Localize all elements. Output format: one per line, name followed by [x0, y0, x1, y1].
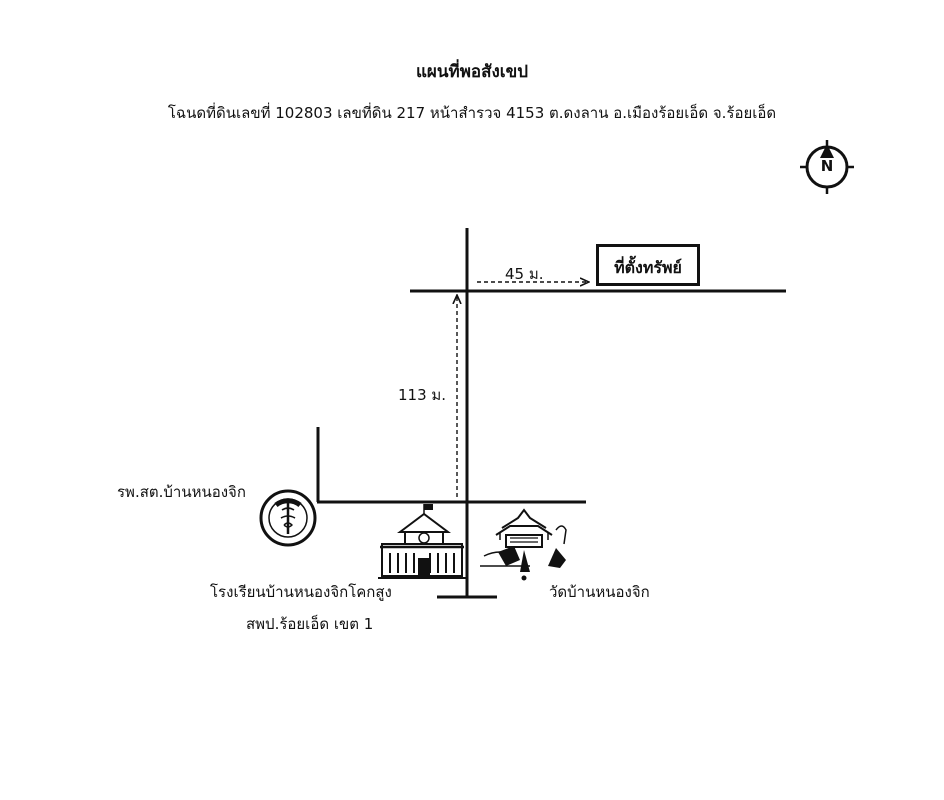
- property-location-label: ที่ตั้งทรัพย์: [596, 244, 700, 286]
- temple-icon: [480, 508, 567, 581]
- temple-label: วัดบ้านหนองจิก: [549, 583, 650, 601]
- map-subtitle: โฉนดที่ดินเลขที่ 102803 เลขที่ดิน 217 หน…: [167, 104, 777, 122]
- north-arrow-icon: [800, 140, 854, 194]
- school-label-line2: สพป.ร้อยเอ็ด เขต 1: [246, 615, 374, 633]
- school-building-icon: [378, 504, 466, 579]
- map-title: แผนที่พอสังเขป: [415, 62, 529, 82]
- health-clinic-emblem-icon: [259, 489, 317, 547]
- north-letter: N: [820, 157, 834, 175]
- clinic-label: รพ.สต.บ้านหนองจิก: [117, 483, 246, 501]
- distance-vertical-label: 113 ม.: [398, 386, 447, 404]
- distance-horizontal-label: 45 ม.: [505, 265, 544, 283]
- roads: [316, 228, 786, 599]
- school-label-line1: โรงเรียนบ้านหนองจิกโคกสูง: [210, 583, 392, 601]
